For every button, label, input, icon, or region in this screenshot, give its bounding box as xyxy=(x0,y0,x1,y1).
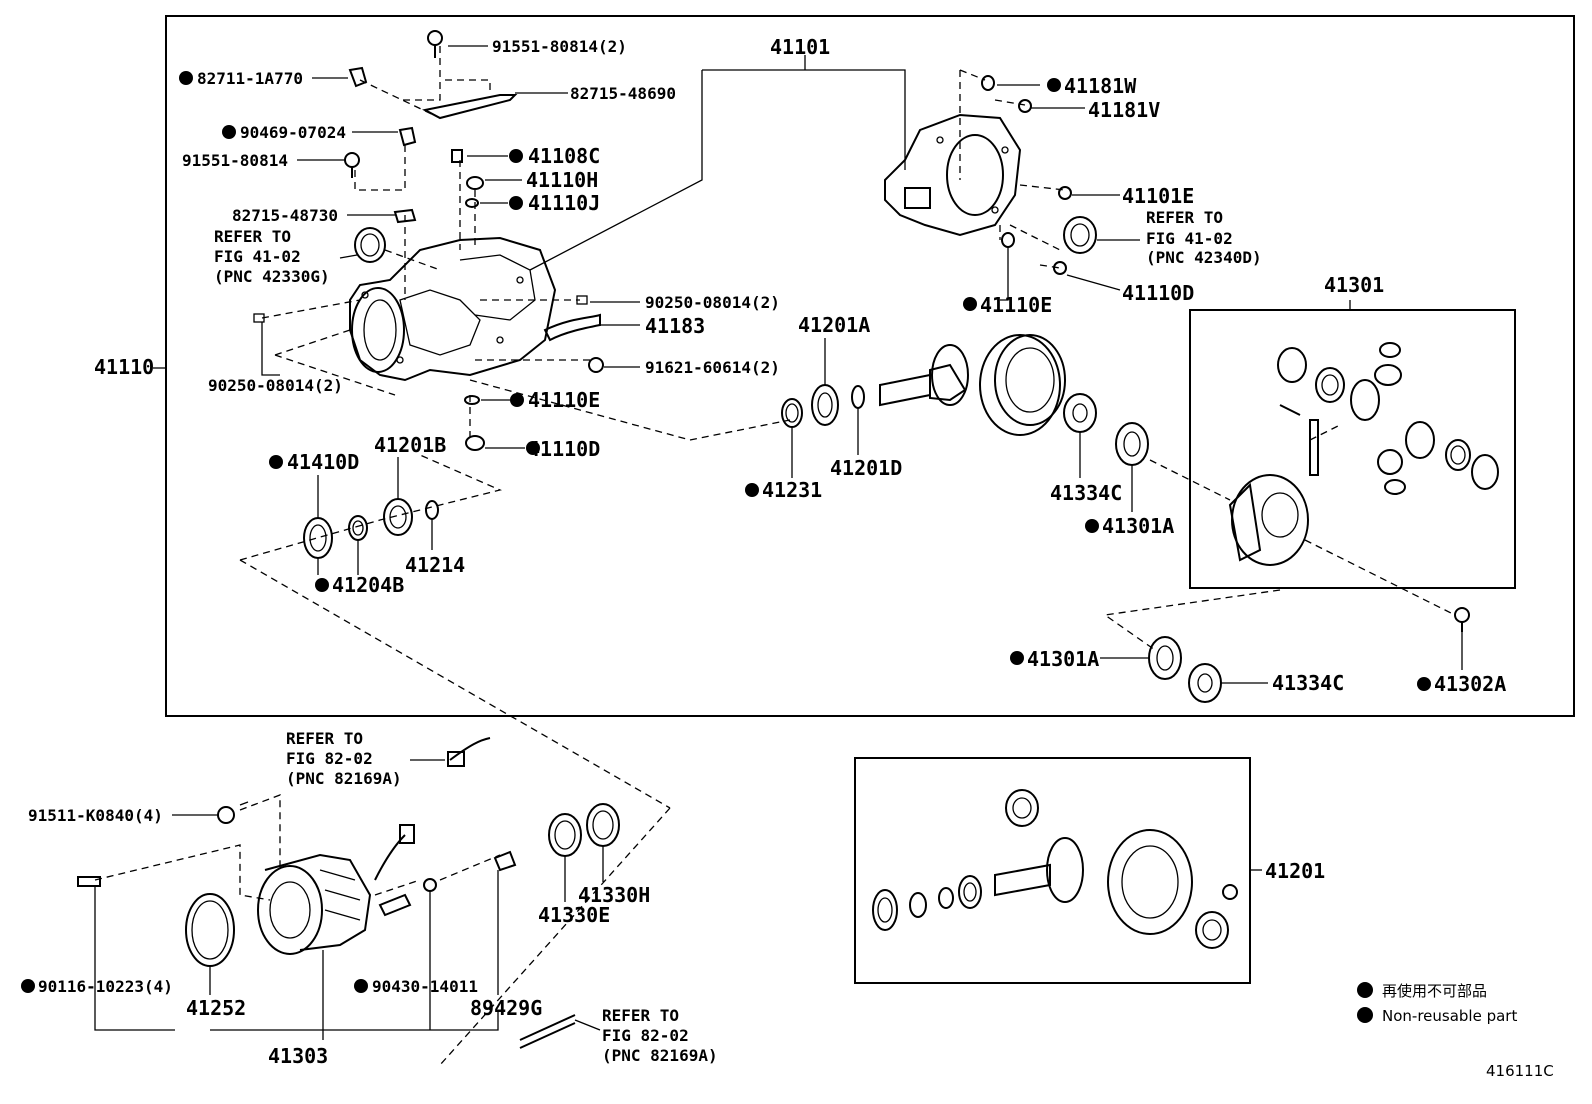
label-91621-60614-2: 91621-60614(2) xyxy=(645,358,780,377)
label-41201B: 41201B xyxy=(374,433,446,457)
label-41201A: 41201A xyxy=(798,313,870,337)
label-41110E-b: 41110E xyxy=(980,293,1052,317)
ref-82169A-top-line2: FIG 82-02 xyxy=(286,749,373,768)
differential-kit-frame xyxy=(1189,309,1516,589)
label-90430-14011: 90430-14011 xyxy=(372,977,478,996)
pinion-and-ring-gear xyxy=(879,334,1066,436)
label-82715-48690: 82715-48690 xyxy=(570,84,676,103)
label-41214: 41214 xyxy=(405,553,465,577)
ref-42340D-line2: FIG 41-02 xyxy=(1146,229,1233,248)
ref-42330G-line3: (PNC 42330G) xyxy=(214,267,330,286)
label-41181V: 41181V xyxy=(1088,98,1160,122)
label-41110H: 41110H xyxy=(526,168,598,192)
label-41303: 41303 xyxy=(268,1044,328,1068)
label-91551-80814: 91551-80814 xyxy=(182,151,288,170)
label-41108C: 41108C xyxy=(528,144,600,168)
label-41101: 41101 xyxy=(770,35,830,59)
label-41204B: 41204B xyxy=(332,573,404,597)
label-41181W: 41181W xyxy=(1064,74,1137,98)
leader-lines xyxy=(94,45,1463,1040)
label-41101E: 41101E xyxy=(1122,184,1194,208)
label-41410D: 41410D xyxy=(287,450,359,474)
label-91511-K0840-4: 91511-K0840(4) xyxy=(28,806,163,825)
label-41252: 41252 xyxy=(186,996,246,1020)
main-assembly-frame xyxy=(165,15,1575,717)
label-41110D-b: 41110D xyxy=(1122,281,1194,305)
dashed-guides xyxy=(94,46,1456,1066)
carrier-housing xyxy=(349,236,557,382)
diagram-id: 416111C xyxy=(1486,1062,1554,1080)
label-82711-1A770: 82711-1A770 xyxy=(197,69,303,88)
label-41301A-a: 41301A xyxy=(1102,514,1174,538)
label-41231: 41231 xyxy=(762,478,822,502)
bolts xyxy=(77,30,1470,900)
label-41330E: 41330E xyxy=(538,903,610,927)
label-41201D: 41201D xyxy=(830,456,902,480)
label-41330H: 41330H xyxy=(578,883,650,907)
label-41201: 41201 xyxy=(1265,859,1325,883)
label-82715-48730: 82715-48730 xyxy=(232,206,338,225)
label-41302A: 41302A xyxy=(1434,672,1506,696)
label-41110-main: 41110 xyxy=(94,355,154,379)
label-41110J: 41110J xyxy=(528,191,600,215)
ref-42330G-line1: REFER TO xyxy=(214,227,291,246)
label-90250-08014-2-b: 90250-08014(2) xyxy=(208,376,343,395)
gear-kit-parts xyxy=(872,789,1229,949)
label-41301A-b: 41301A xyxy=(1027,647,1099,671)
non-reusable-markers xyxy=(21,71,1431,1023)
label-89429G: 89429G xyxy=(470,996,542,1020)
seal-and-small-parts xyxy=(253,66,1097,451)
legend-non-reusable-ja: 再使用不可部品 xyxy=(1382,982,1487,1000)
legend-non-reusable-en: Non-reusable part xyxy=(1382,1007,1517,1025)
label-41110D-a: 41110D xyxy=(528,437,600,461)
ref-42330G-line2: FIG 41-02 xyxy=(214,247,301,266)
ref-82169A-bottom-line1: REFER TO xyxy=(602,1006,679,1025)
label-91551-80814-2: 91551-80814(2) xyxy=(492,37,627,56)
ref-82169A-bottom-line2: FIG 82-02 xyxy=(602,1026,689,1045)
ref-82169A-bottom-line3: (PNC 82169A) xyxy=(602,1046,718,1065)
label-41110E-a: 41110E xyxy=(528,388,600,412)
label-41334C-a: 41334C xyxy=(1050,481,1122,505)
ref-42340D-line1: REFER TO xyxy=(1146,208,1223,227)
ref-82169A-top-line3: (PNC 82169A) xyxy=(286,769,402,788)
label-41183: 41183 xyxy=(645,314,705,338)
label-90250-08014-2-a: 90250-08014(2) xyxy=(645,293,780,312)
label-41301: 41301 xyxy=(1324,273,1384,297)
cover-housing xyxy=(884,113,1022,237)
differential-parts xyxy=(1228,342,1499,566)
label-90116-10223-4: 90116-10223(4) xyxy=(38,977,173,996)
label-90469-07024: 90469-07024 xyxy=(240,123,346,142)
actuator-unit xyxy=(257,737,576,1049)
ref-82169A-top-line1: REFER TO xyxy=(286,729,363,748)
label-41334C-b: 41334C xyxy=(1272,671,1344,695)
ref-42340D-line3: (PNC 42340D) xyxy=(1146,248,1262,267)
